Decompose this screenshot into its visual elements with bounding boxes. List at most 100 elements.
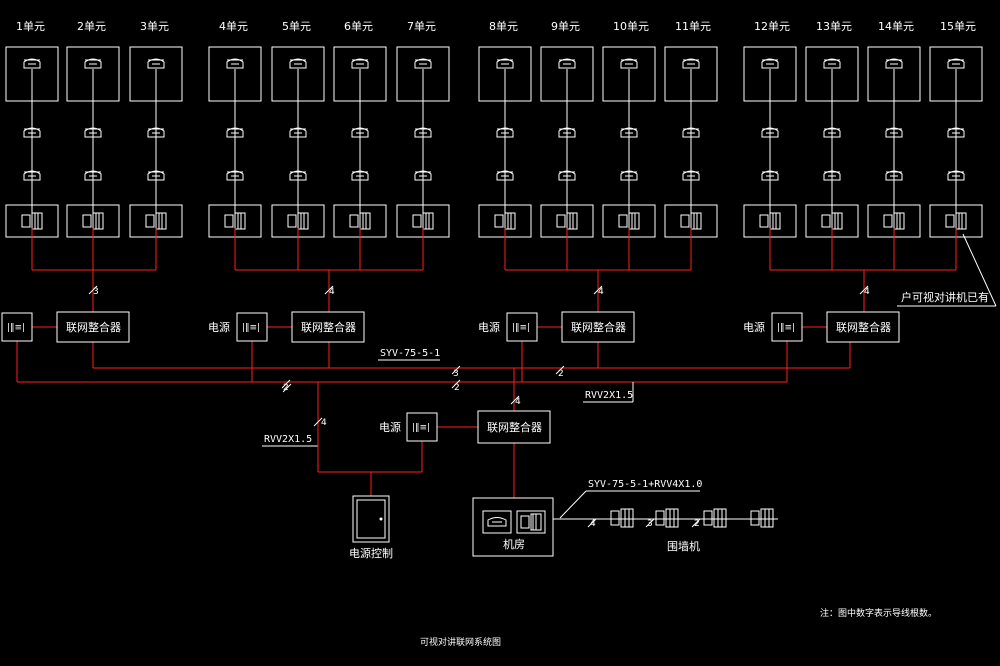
perimeter-label: 围墙机 xyxy=(667,539,700,553)
door-station-icon xyxy=(883,212,905,230)
integrator-2: 联网整合器 xyxy=(291,311,365,343)
integrator-3: 联网整合器 xyxy=(561,311,635,343)
cable-syv-rvv-label: SYV-75-5-1+RVV4X1.0 xyxy=(588,479,702,490)
door-station-icon xyxy=(556,212,578,230)
phone-icon xyxy=(823,127,841,138)
door-station-icon xyxy=(412,212,434,230)
phone-icon xyxy=(147,58,165,69)
power-control-label: 电源控制 xyxy=(349,546,393,560)
unit-label: 9单元 xyxy=(551,20,580,33)
footnote: 注：图中数字表示导线根数。 xyxy=(820,607,937,619)
wire-count-group4: 4 xyxy=(864,287,870,297)
phone-icon xyxy=(226,58,244,69)
unit-column: 13单元 xyxy=(805,20,859,238)
door-station-icon xyxy=(21,212,43,230)
wire-count-group1: 3 xyxy=(93,287,99,297)
phone-icon xyxy=(823,58,841,69)
door-station-icon xyxy=(224,212,246,230)
unit-label: 12单元 xyxy=(754,20,790,33)
unit-label: 5单元 xyxy=(282,20,311,33)
unit-column: 2单元 xyxy=(66,20,120,238)
door-station-icon xyxy=(494,212,516,230)
unit-label: 11单元 xyxy=(675,20,711,33)
unit-label: 15单元 xyxy=(940,20,976,33)
phone-icon xyxy=(558,170,576,181)
unit-label: 8单元 xyxy=(489,20,518,33)
perimeter-unit xyxy=(655,508,679,528)
phone-icon xyxy=(947,127,965,138)
unit-label: 7单元 xyxy=(407,20,436,33)
power-label-center: 电源 xyxy=(379,420,401,434)
existing-note: 户可视对讲机已有 xyxy=(901,290,989,304)
phone-icon xyxy=(620,170,638,181)
phone-icon xyxy=(414,58,432,69)
svg-text:|‖≡|: |‖≡| xyxy=(412,423,430,433)
phone-icon xyxy=(226,127,244,138)
unit-label: 2单元 xyxy=(77,20,106,33)
unit-column: 1单元 xyxy=(5,20,59,238)
power-control-cabinet: 电源控制 xyxy=(349,495,393,560)
phone-icon xyxy=(487,517,507,527)
svg-text:|‖≡|: |‖≡| xyxy=(777,323,795,333)
unit-column: 7单元 xyxy=(396,20,450,238)
unit-column: 12单元 xyxy=(743,20,797,238)
wire-count-left-down: 4 xyxy=(321,418,327,428)
phone-icon xyxy=(823,170,841,181)
phone-icon xyxy=(289,58,307,69)
machine-room: 机房 xyxy=(472,497,554,557)
unit-column: 9单元 xyxy=(540,20,594,238)
phone-icon xyxy=(558,58,576,69)
unit-column: 10单元 xyxy=(602,20,656,238)
wire-count-bus-c: 2 xyxy=(558,369,564,379)
unit-column: 4单元 xyxy=(208,20,262,238)
phone-icon xyxy=(414,127,432,138)
door-station-icon xyxy=(821,212,843,230)
unit-column: 3单元 xyxy=(129,20,183,238)
perimeter-unit xyxy=(610,508,634,528)
perimeter-units xyxy=(610,508,774,528)
integrator-4-label: 联网整合器 xyxy=(836,320,891,334)
cable-syv-label: SYV-75-5-1 xyxy=(380,348,440,359)
diagram-title: 可视对讲联网系统图 xyxy=(420,636,501,648)
unit-label: 3单元 xyxy=(140,20,169,33)
phone-icon xyxy=(682,58,700,69)
unit-label: 6单元 xyxy=(344,20,373,33)
phone-icon xyxy=(289,170,307,181)
phone-icon xyxy=(761,127,779,138)
wire-count-bus-d: 3 xyxy=(453,369,459,379)
machine-room-label: 机房 xyxy=(503,537,525,551)
phone-icon xyxy=(351,170,369,181)
unit-label: 1单元 xyxy=(16,20,45,33)
door-station-icon xyxy=(287,212,309,230)
integrator-1-label: 联网整合器 xyxy=(66,320,121,334)
phone-icon xyxy=(947,170,965,181)
integrator-2-label: 联网整合器 xyxy=(301,320,356,334)
phone-icon xyxy=(885,170,903,181)
phone-icon xyxy=(147,170,165,181)
power-label-4: 电源 xyxy=(743,320,765,334)
door-station-icon xyxy=(520,513,542,531)
wire-count-peri1: 3 xyxy=(647,519,653,529)
svg-text:|‖≡|: |‖≡| xyxy=(512,323,530,333)
power-box-3: |‖≡| 电源 xyxy=(478,312,538,342)
phone-icon xyxy=(947,58,965,69)
phone-icon xyxy=(84,58,102,69)
phone-icon xyxy=(885,127,903,138)
wire-count-group3: 4 xyxy=(598,287,604,297)
unit-label: 14单元 xyxy=(878,20,914,33)
power-box-1: |‖≡| xyxy=(1,312,33,342)
phone-icon xyxy=(289,127,307,138)
unit-label: 10单元 xyxy=(613,20,649,33)
unit-column: 6单元 xyxy=(333,20,387,238)
phone-icon xyxy=(761,170,779,181)
svg-text:|‖≡|: |‖≡| xyxy=(242,323,260,333)
phone-icon xyxy=(885,58,903,69)
phone-icon xyxy=(620,127,638,138)
phone-icon xyxy=(496,58,514,69)
wire-count-center-up: 4 xyxy=(515,397,521,407)
phone-icon xyxy=(84,127,102,138)
perimeter-unit xyxy=(703,508,727,528)
phone-icon xyxy=(226,170,244,181)
phone-icon xyxy=(414,170,432,181)
